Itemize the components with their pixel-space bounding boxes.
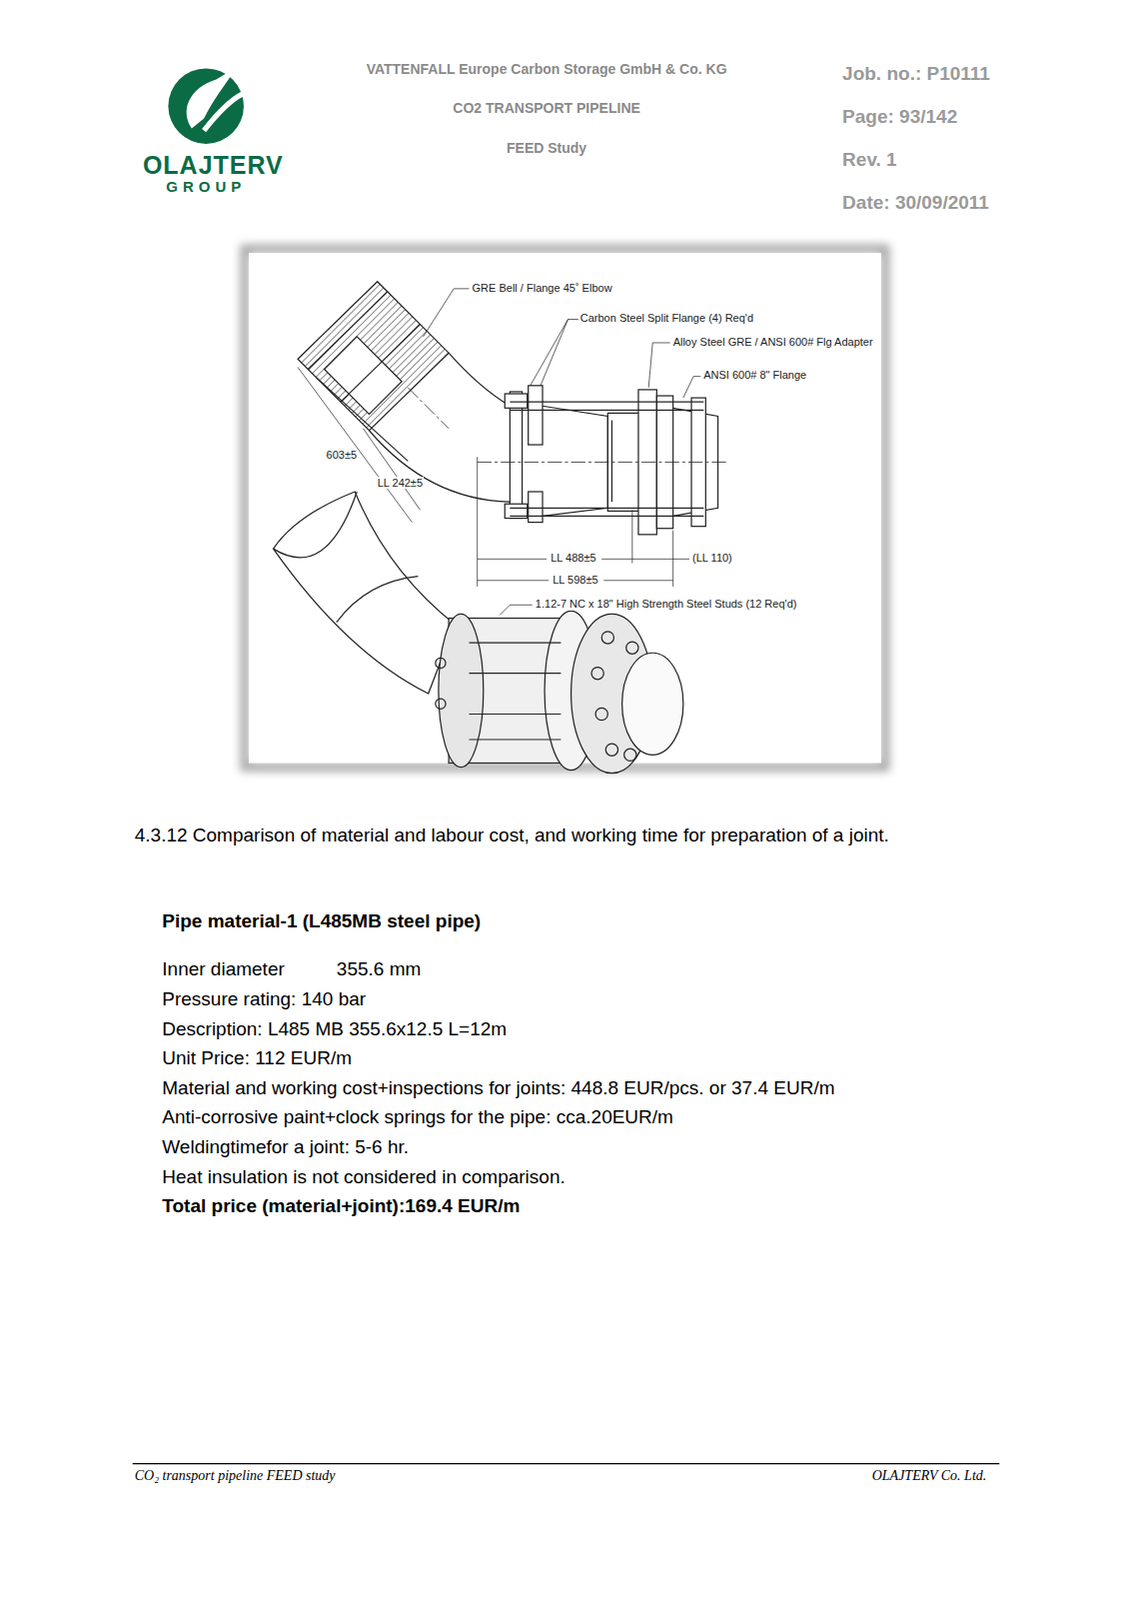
logo-text: OLAJTERV [142,150,284,180]
header-text: FEED Study [506,139,587,156]
header-meta: Job. no.: P10111 [842,62,991,85]
part-label: GRE Bell / Flange 45˚ Elbow [471,281,614,295]
spec-line: Description: L485 MB 355.6x12.5 L=12m [161,1018,507,1041]
dimension: (LL 110) [691,551,734,565]
section-heading: 4.3.12 Comparison of material and labour… [134,824,890,847]
header-text: VATTENFALL Europe Carbon Storage GmbH & … [366,60,728,77]
spec-line: Heat insulation is not considered in com… [161,1165,565,1188]
footer-text: CO₂ transport pipeline FEED study [134,1467,336,1484]
dimension: LL 488±5 [549,551,597,565]
part-label: 1.12-7 NC x 18" High Strength Steel Stud… [534,597,799,611]
header-meta: Page: 93/142 [842,105,958,128]
spec-line: Anti-corrosive paint+clock springs for t… [161,1106,674,1129]
footer-text: OLAJTERV Co. Ltd. [872,1467,988,1484]
spec-line: Weldingtimefor a joint: 5-6 hr. [161,1135,409,1158]
dimension: LL 598±5 [551,573,599,587]
logo-text: GROUP [165,177,246,195]
part-label: Carbon Steel Split Flange (4) Req'd [579,311,755,325]
part-label: Alloy Steel GRE / ANSI 600# Flg Adapter [672,335,875,349]
spec-line: Pressure rating: 140 bar [161,988,366,1011]
dimension: LL 242±5 [376,476,424,490]
spec-line: Unit Price: 112 EUR/m [161,1047,352,1070]
total-line: Total price (material+joint):169.4 EUR/m [161,1194,520,1217]
header-text: CO2 TRANSPORT PIPELINE [452,99,640,116]
spec-line: 355.6 mm [336,958,421,981]
dimension: 603±5 [325,448,359,462]
spec-line: Inner diameter [161,958,285,981]
spec-line: Material and working cost+inspections fo… [161,1077,835,1100]
part-label: ANSI 600# 8" Flange [702,368,808,382]
header-meta: Date: 30/09/2011 [842,191,990,214]
header-meta: Rev. 1 [842,148,898,171]
logo [167,66,244,144]
section-subheading: Pipe material-1 (L485MB steel pipe) [161,910,481,933]
